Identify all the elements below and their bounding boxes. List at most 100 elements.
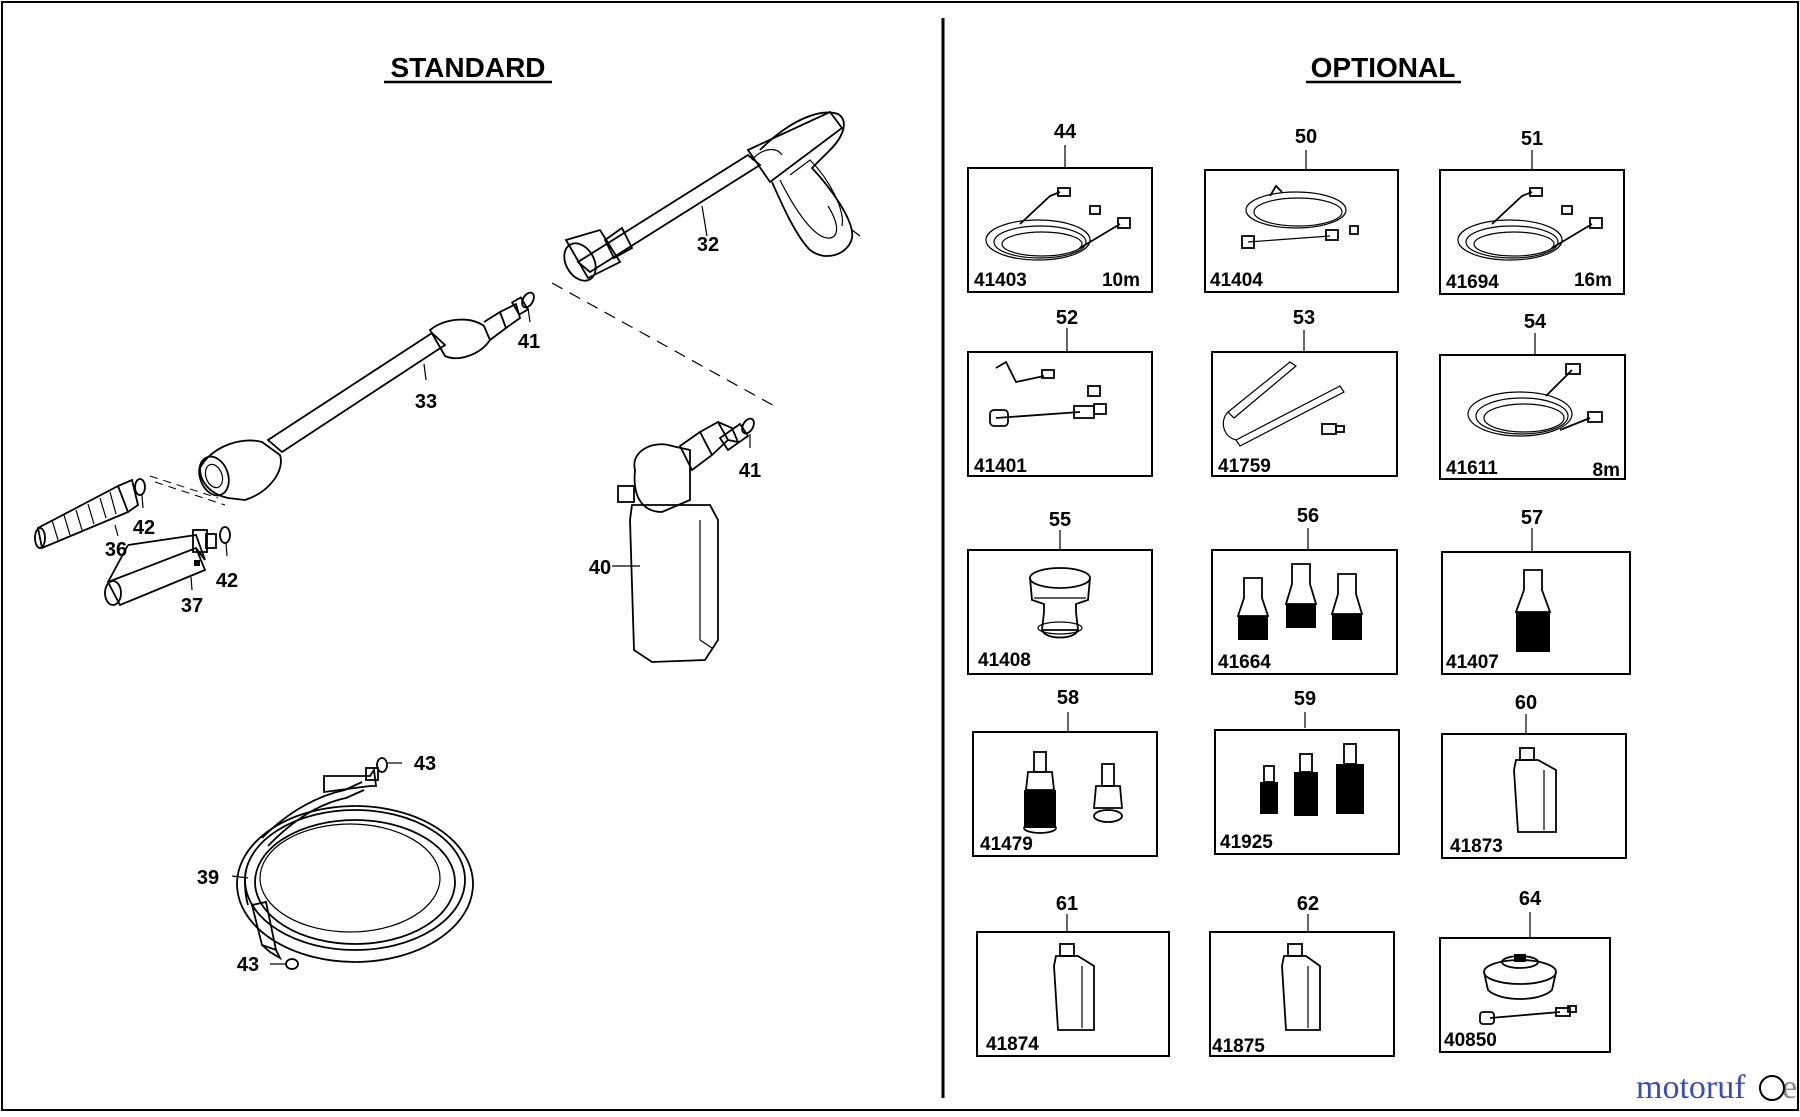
optional-number-59: 59 bbox=[1294, 688, 1316, 710]
optional-code-57: 41407 bbox=[1446, 652, 1499, 673]
part-label-42a: 42 bbox=[133, 517, 155, 539]
optional-box-52 bbox=[967, 351, 1153, 477]
optional-item-62: 62 41875 bbox=[1209, 893, 1395, 1057]
detergent-bottle-icon bbox=[1053, 943, 1095, 1031]
part-label-41b: 41 bbox=[739, 460, 761, 482]
optional-number-55: 55 bbox=[1049, 509, 1071, 531]
optional-note-54: 8m bbox=[1593, 460, 1620, 481]
foam-bottle-drawing bbox=[617, 420, 750, 663]
optional-item-44: 44 41403 10m bbox=[967, 121, 1153, 293]
optional-code-55: 41408 bbox=[978, 650, 1031, 671]
optional-number-50: 50 bbox=[1295, 126, 1317, 148]
o-ring-43-top bbox=[376, 757, 388, 773]
watermark-text: motoruf bbox=[1636, 1069, 1746, 1106]
optional-code-52: 41401 bbox=[974, 456, 1027, 477]
optional-item-53: 53 41759 bbox=[1211, 307, 1398, 477]
optional-number-62: 62 bbox=[1297, 893, 1319, 915]
optional-box-50 bbox=[1204, 169, 1399, 293]
optional-number-58: 58 bbox=[1057, 687, 1079, 709]
connector-icon bbox=[1023, 751, 1123, 834]
optional-item-50: 50 41404 bbox=[1204, 126, 1399, 293]
optional-number-44: 44 bbox=[1054, 121, 1077, 143]
optional-number-57: 57 bbox=[1521, 507, 1543, 529]
lance-drawing bbox=[198, 296, 530, 501]
optional-code-64: 40850 bbox=[1444, 1030, 1497, 1051]
part-label-36: 36 bbox=[105, 539, 127, 561]
optional-heading: OPTIONAL bbox=[1311, 52, 1456, 83]
detergent-bottle-icon bbox=[1281, 943, 1321, 1031]
motoruf-watermark-logo: motoruf e bbox=[1636, 1069, 1797, 1106]
nozzle-guide-line bbox=[149, 475, 226, 506]
optional-item-55: 55 41408 bbox=[967, 509, 1153, 675]
optional-box-55 bbox=[967, 549, 1153, 675]
rotary-nozzle-drawing bbox=[34, 478, 140, 550]
part-label-42b: 42 bbox=[216, 570, 238, 592]
optional-item-54: 54 41611 8m bbox=[1439, 311, 1626, 481]
optional-item-64: 64 40850 bbox=[1439, 888, 1611, 1053]
optional-item-56: 56 41664 bbox=[1211, 505, 1398, 675]
o-ring-43-bottom bbox=[285, 958, 299, 970]
connector-set-icon bbox=[1260, 743, 1364, 816]
part-label-39: 39 bbox=[197, 867, 219, 889]
hose-coil-icon bbox=[1457, 187, 1603, 261]
hose-coil-icon bbox=[985, 187, 1131, 261]
part-label-33: 33 bbox=[415, 391, 437, 413]
optional-note-44: 10m bbox=[1102, 270, 1140, 291]
o-ring-42-lower bbox=[219, 526, 231, 544]
vario-nozzle-drawing bbox=[104, 529, 217, 607]
standard-heading: STANDARD bbox=[390, 52, 545, 83]
nozzle-icon bbox=[1514, 569, 1552, 652]
o-ring-42-upper bbox=[134, 478, 146, 496]
part-label-41a: 41 bbox=[518, 331, 540, 353]
drain-cleaner-icon bbox=[1241, 184, 1359, 249]
part-label-37: 37 bbox=[181, 595, 203, 617]
optional-code-53: 41759 bbox=[1218, 456, 1271, 477]
coupling-icon bbox=[1029, 567, 1091, 639]
optional-code-56: 41664 bbox=[1218, 652, 1271, 673]
optional-number-64: 64 bbox=[1519, 888, 1542, 910]
optional-code-62: 41875 bbox=[1212, 1036, 1265, 1057]
o-ring-41-right bbox=[741, 417, 755, 435]
part-label-43b: 43 bbox=[237, 954, 259, 976]
watermark-circle-icon bbox=[1759, 1075, 1785, 1101]
optional-number-61: 61 bbox=[1056, 893, 1078, 915]
optional-number-54: 54 bbox=[1524, 311, 1547, 333]
optional-number-52: 52 bbox=[1056, 307, 1078, 329]
optional-number-60: 60 bbox=[1515, 692, 1537, 714]
part-label-40: 40 bbox=[589, 557, 611, 579]
hose-drawing bbox=[236, 767, 474, 963]
detergent-bottle-icon bbox=[1513, 747, 1557, 833]
optional-code-54: 41611 bbox=[1446, 458, 1498, 479]
optional-box-51 bbox=[1439, 169, 1625, 295]
trigger-gun-drawing bbox=[563, 110, 861, 282]
optional-code-44: 41403 bbox=[974, 270, 1027, 291]
optional-box-56 bbox=[1211, 549, 1398, 675]
part-label-43a: 43 bbox=[414, 753, 436, 775]
optional-box-61 bbox=[976, 931, 1170, 1057]
optional-number-56: 56 bbox=[1297, 505, 1319, 527]
patio-cleaner-icon bbox=[1479, 954, 1577, 1025]
optional-item-61: 61 41874 bbox=[976, 893, 1170, 1057]
optional-item-51: 51 41694 16m bbox=[1439, 128, 1625, 295]
optional-code-61: 41874 bbox=[986, 1034, 1039, 1055]
nozzle-set-icon bbox=[1236, 563, 1364, 640]
optional-note-51: 16m bbox=[1574, 270, 1612, 291]
optional-number-51: 51 bbox=[1521, 128, 1543, 150]
part-label-32: 32 bbox=[697, 234, 719, 256]
hose-coil-icon bbox=[1467, 363, 1603, 437]
angled-lance-icon bbox=[989, 360, 1107, 427]
optional-code-60: 41873 bbox=[1450, 836, 1503, 857]
optional-box-54 bbox=[1439, 354, 1626, 480]
optional-code-58: 41479 bbox=[980, 834, 1033, 855]
optional-code-50: 41404 bbox=[1210, 270, 1263, 291]
optional-item-58: 58 41479 bbox=[972, 687, 1158, 857]
extension-lance-icon bbox=[1222, 361, 1345, 447]
watermark-suffix: e bbox=[1782, 1069, 1797, 1106]
optional-item-60: 60 41873 bbox=[1441, 692, 1627, 859]
optional-box-53 bbox=[1211, 351, 1398, 477]
optional-item-59: 59 41925 bbox=[1214, 688, 1400, 855]
optional-code-59: 41925 bbox=[1220, 832, 1273, 853]
